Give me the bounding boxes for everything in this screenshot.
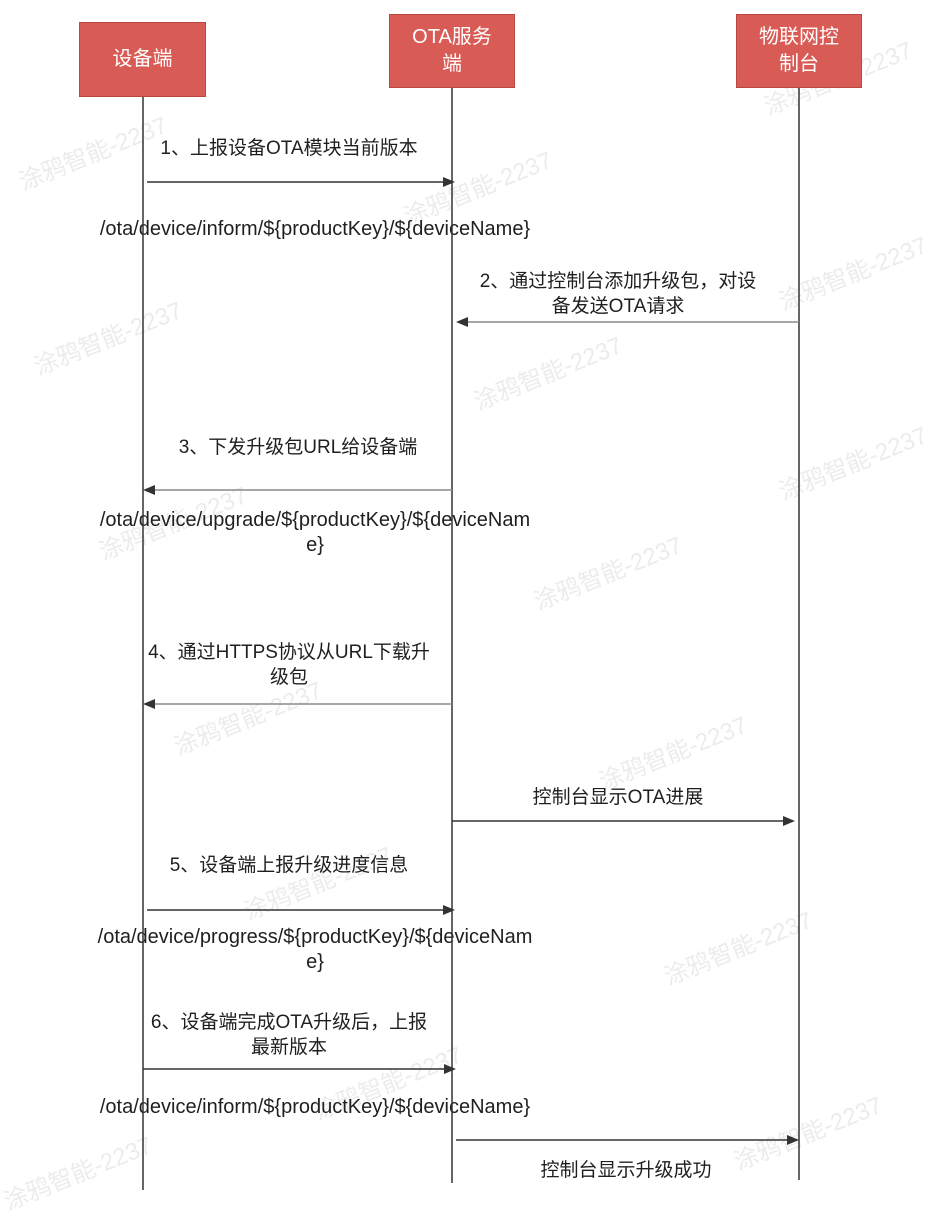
topic-line: e}	[306, 534, 324, 556]
participant-ota-server: OTA服务 端	[389, 14, 515, 88]
message-label-line: 1、上报设备OTA模块当前版本	[160, 138, 418, 159]
message-3-label: 3、下发升级包URL给设备端	[138, 435, 458, 460]
topic-line: /ota/device/inform/${productKey}/${devic…	[99, 218, 531, 240]
message-6-topic: /ota/device/progress/${productKey}/${dev…	[55, 925, 575, 975]
participant-label: 端	[442, 53, 462, 75]
message-label-line: 5、设备端上报升级进度信息	[169, 855, 409, 876]
message-3-topic: /ota/device/upgrade/${productKey}/${devi…	[55, 508, 575, 558]
arrowhead-right	[443, 905, 455, 915]
message-7-topic: /ota/device/inform/${productKey}/${devic…	[55, 1095, 575, 1120]
participant-label: OTA服务	[412, 26, 492, 48]
message-5-label: 控制台显示OTA进展	[458, 785, 778, 810]
watermark: 涂鸦智能-2237	[0, 1131, 157, 1216]
watermark: 涂鸦智能-2237	[775, 421, 932, 506]
arrowhead-left	[143, 699, 155, 709]
participant-label: 制台	[779, 53, 819, 75]
participant-device: 设备端	[79, 22, 206, 97]
message-label-line: 3、下发升级包URL给设备端	[178, 437, 418, 458]
watermark: 涂鸦智能-2237	[470, 331, 627, 416]
arrowhead-left	[143, 485, 155, 495]
watermark: 涂鸦智能-2237	[30, 296, 187, 381]
message-7-label: 6、设备端完成OTA升级后，上报 最新版本	[129, 1010, 449, 1060]
message-label-line: 6、设备端完成OTA升级后，上报	[150, 1012, 428, 1033]
watermark: 涂鸦智能-2237	[775, 231, 932, 316]
topic-line: /ota/device/inform/${productKey}/${devic…	[99, 1096, 531, 1118]
message-label-line: 4、通过HTTPS协议从URL下载升	[148, 642, 430, 663]
message-3-arrow	[143, 485, 452, 495]
message-1-label: 1、上报设备OTA模块当前版本	[129, 136, 449, 161]
message-2-label: 2、通过控制台添加升级包，对设 备发送OTA请求	[458, 269, 778, 319]
message-label-line: 备发送OTA请求	[551, 296, 685, 317]
message-label-line: 最新版本	[250, 1037, 327, 1058]
message-8-label: 控制台显示升级成功	[466, 1158, 786, 1183]
message-label-line: 级包	[269, 667, 308, 688]
message-label-line: 控制台显示OTA进展	[532, 787, 704, 808]
participant-label: 物联网控	[759, 26, 839, 48]
message-6-label: 5、设备端上报升级进度信息	[129, 853, 449, 878]
participant-label: 设备端	[112, 48, 173, 70]
message-5-arrow	[452, 816, 795, 826]
watermark: 涂鸦智能-2237	[660, 906, 817, 991]
topic-line: e}	[306, 951, 324, 973]
message-1-arrow	[147, 177, 455, 187]
topic-line: /ota/device/upgrade/${productKey}/${devi…	[99, 509, 531, 531]
participant-iot-console: 物联网控 制台	[736, 14, 862, 88]
message-4-label: 4、通过HTTPS协议从URL下载升 级包	[129, 640, 449, 690]
message-label-line: 2、通过控制台添加升级包，对设	[479, 271, 757, 292]
message-label-line: 控制台显示升级成功	[540, 1160, 712, 1181]
topic-line: /ota/device/progress/${productKey}/${dev…	[97, 926, 533, 948]
message-1-topic: /ota/device/inform/${productKey}/${devic…	[55, 217, 575, 242]
arrowhead-right	[783, 816, 795, 826]
